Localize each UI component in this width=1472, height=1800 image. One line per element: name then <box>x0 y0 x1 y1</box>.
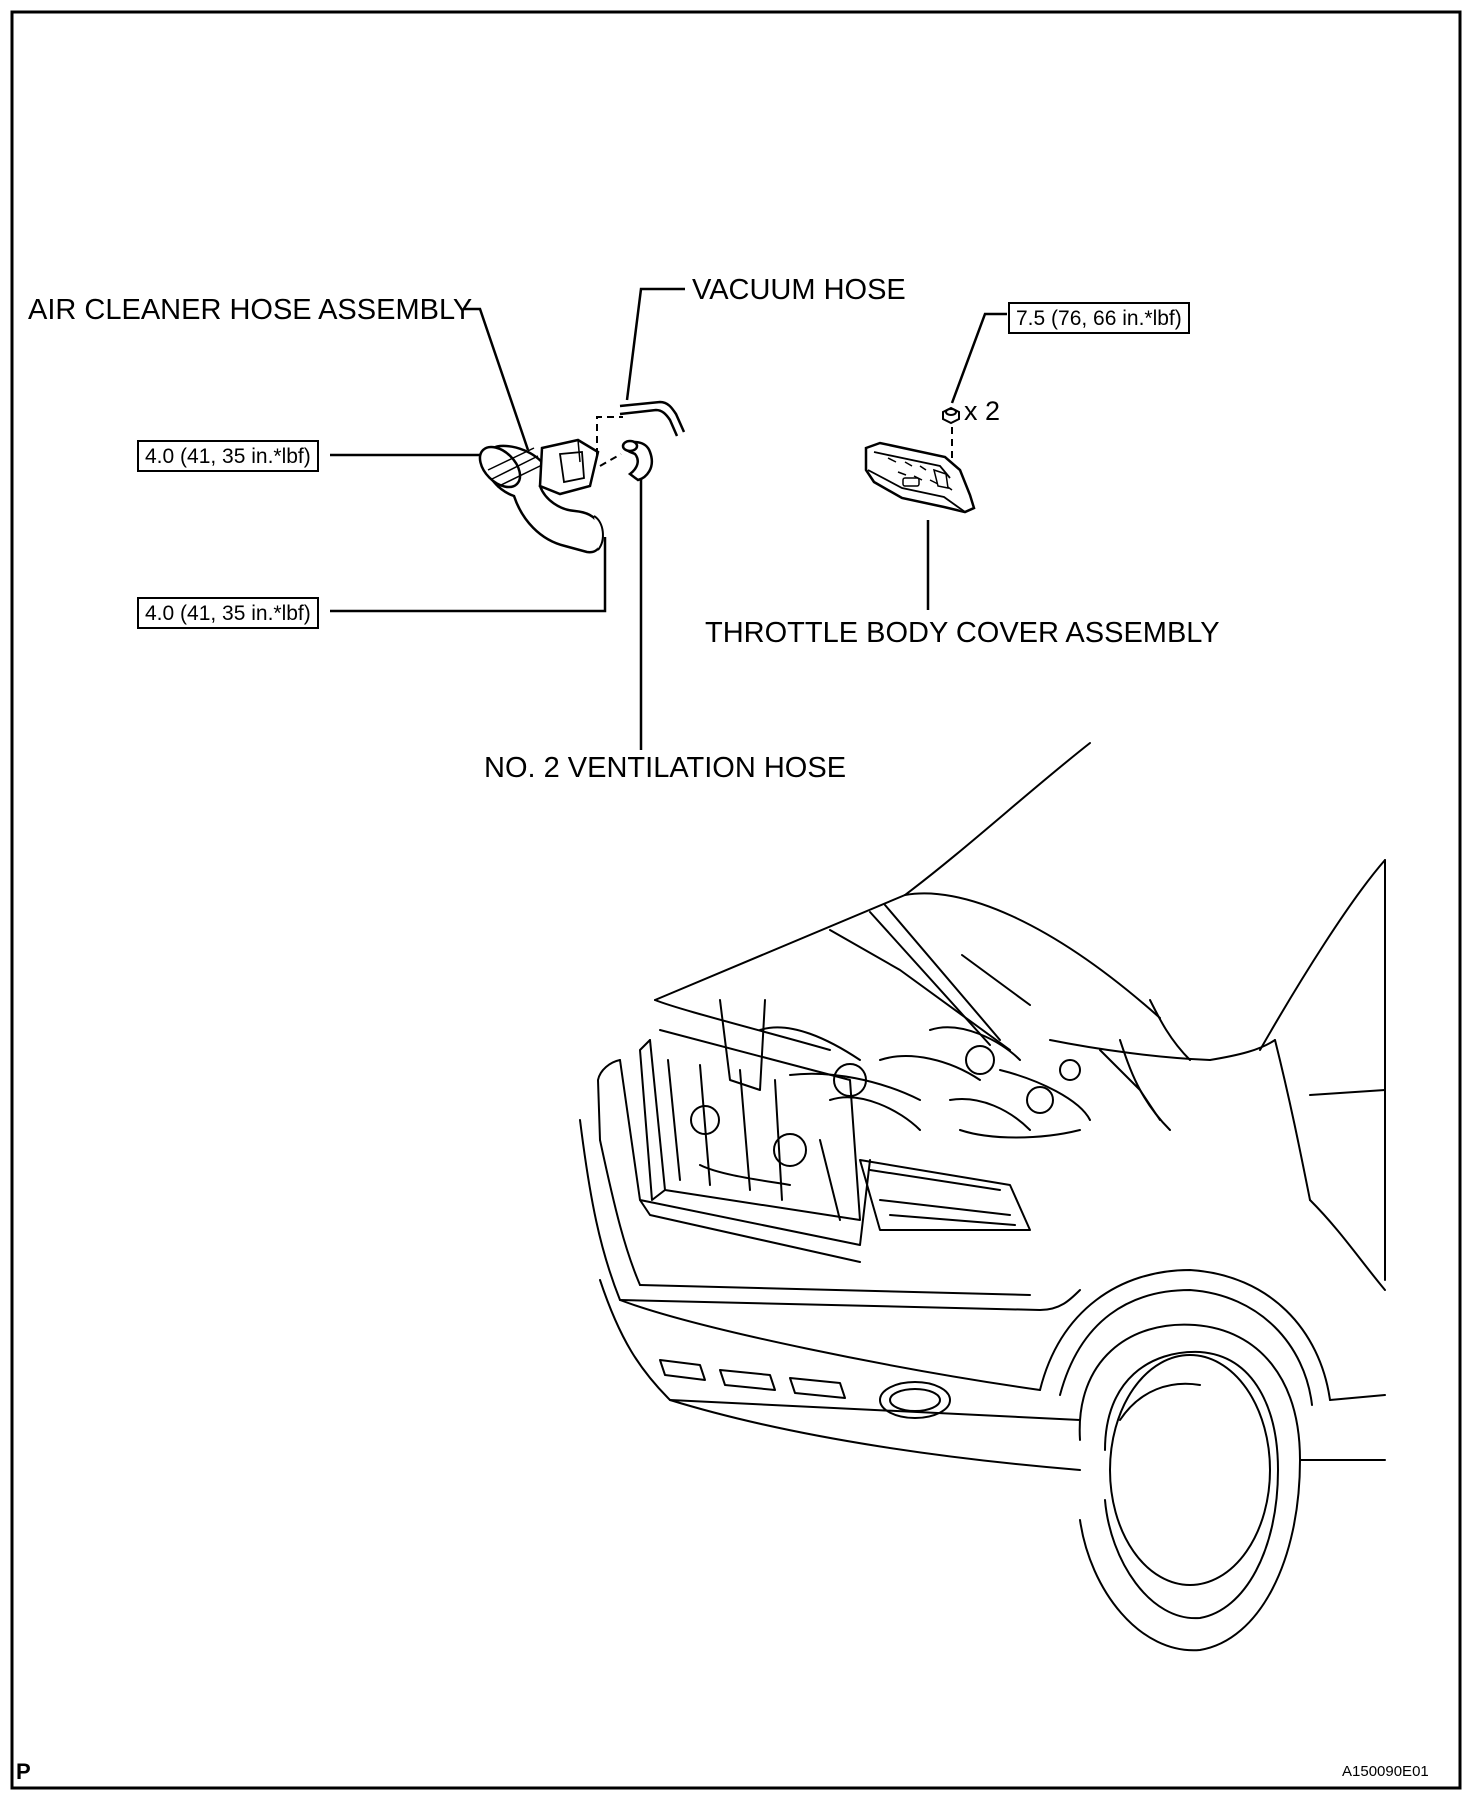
torque-spec-upper-clamp: 4.0 (41, 35 in.*lbf) <box>137 440 319 472</box>
no2-ventilation-hose-label: NO. 2 VENTILATION HOSE <box>484 752 847 784</box>
vacuum-hose-label: VACUUM HOSE <box>692 274 906 306</box>
figure-id: A150090E01 <box>1342 1763 1429 1780</box>
cover-nut <box>942 406 960 425</box>
torque-spec-lower-clamp: 4.0 (41, 35 in.*lbf) <box>137 597 319 629</box>
leader-lines <box>330 287 1007 750</box>
figure-frame <box>10 10 1462 1790</box>
vehicle-illustration <box>579 742 1386 1652</box>
torque-spec-cover-nut: 7.5 (76, 66 in.*lbf) <box>1008 302 1190 334</box>
air-cleaner-hose-assembly <box>478 438 604 554</box>
throttle-body-cover-label: THROTTLE BODY COVER ASSEMBLY <box>705 617 1220 649</box>
quantity-label: x 2 <box>964 396 1001 426</box>
vacuum-hose <box>619 400 686 437</box>
air-cleaner-hose-label: AIR CLEANER HOSE ASSEMBLY <box>28 294 473 326</box>
section-code: P <box>16 1759 31 1784</box>
throttle-body-cover-assembly <box>864 441 976 514</box>
no2-ventilation-hose <box>621 439 654 482</box>
